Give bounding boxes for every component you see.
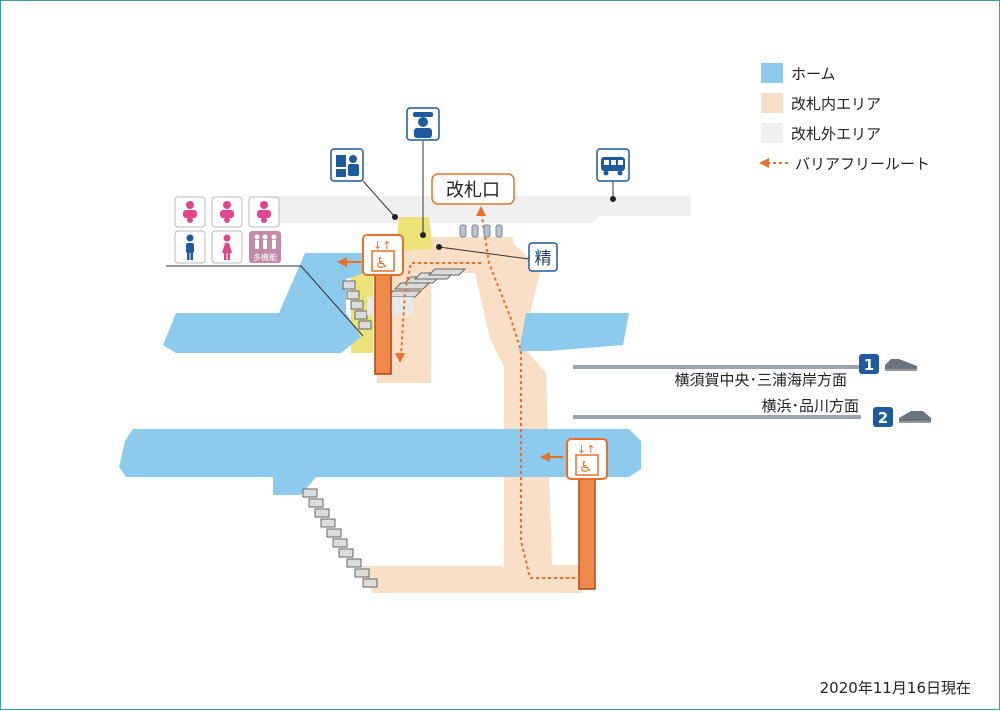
elevator-icon: ↓↑ ♿ [362, 234, 404, 276]
fare-adjust-dot [436, 244, 442, 250]
platform-lower [119, 429, 641, 495]
gate-label: 改札口 [446, 180, 500, 201]
elevator-shaft-lower [578, 478, 596, 590]
train-icon [885, 359, 917, 371]
inside-area-lower [361, 566, 503, 593]
elevator-shaft-upper [374, 268, 392, 375]
track-1-direction: 横須賀中央･三浦海岸方面 [674, 371, 847, 389]
fare-adjust-label: 精 [535, 249, 552, 269]
legend-swatch-outside [761, 123, 783, 143]
route-arrowheads [337, 206, 550, 462]
baby-seat-icon [211, 196, 243, 228]
fare-adjust-box [528, 242, 558, 272]
baby-changing-icon [248, 196, 280, 228]
barrier-free-route [400, 210, 581, 579]
track-badge-1: 1 [859, 354, 879, 374]
ticket-machine-icon [330, 148, 364, 182]
inside-area-upper [361, 237, 582, 593]
date-note: 2020年11月16日現在 [820, 679, 971, 697]
svg-text:♿: ♿ [375, 254, 388, 272]
ticket-machine-leader [362, 180, 396, 218]
legend-swatch-inside [761, 93, 783, 113]
track-badge-2: 2 [873, 407, 893, 427]
fare-adjust-leader [438, 246, 530, 260]
baby-care-icon [174, 196, 206, 228]
svg-text:↓↑: ↓↑ [577, 443, 595, 456]
bus-icon [596, 148, 630, 182]
station-staff-icon [406, 107, 440, 141]
toilet-leader [166, 265, 364, 337]
legend-swatch-platform [761, 63, 783, 83]
multipurpose-toilet-icon: 多機能 [249, 231, 281, 263]
track-line-1 [573, 365, 861, 369]
legend-label-outside: 改札外エリア [791, 125, 881, 143]
multipurpose-toilet-label: 多機能 [253, 252, 277, 262]
legend-swatch-route [759, 158, 789, 168]
gate-label-box [431, 173, 515, 205]
elevator-icon: ↓↑ ♿ [566, 438, 608, 480]
male-toilet-icon [174, 230, 206, 264]
train-icon [899, 411, 931, 423]
ticket-gates [459, 224, 503, 238]
svg-text:↓↑: ↓↑ [373, 239, 391, 252]
svg-text:♿: ♿ [579, 458, 592, 476]
svg-text:1: 1 [864, 356, 874, 374]
bus-dot [610, 196, 616, 202]
track-2-direction: 横浜･品川方面 [761, 397, 859, 415]
platform-upper-left [163, 253, 371, 353]
legend-label-inside: 改札内エリア [791, 95, 881, 113]
ticket-machine-dot [392, 214, 398, 220]
svg-text:2: 2 [878, 409, 888, 427]
legend-label-route: バリアフリールート [795, 155, 930, 173]
legend: ホーム 改札内エリア 改札外エリア バリアフリールート [759, 63, 930, 173]
staff-dot [420, 232, 426, 238]
stairs-lower-left [302, 488, 378, 588]
track-line-2 [573, 415, 861, 419]
platform-upper-right [519, 313, 629, 351]
legend-label-platform: ホーム [791, 65, 836, 83]
female-toilet-icon [211, 230, 243, 264]
